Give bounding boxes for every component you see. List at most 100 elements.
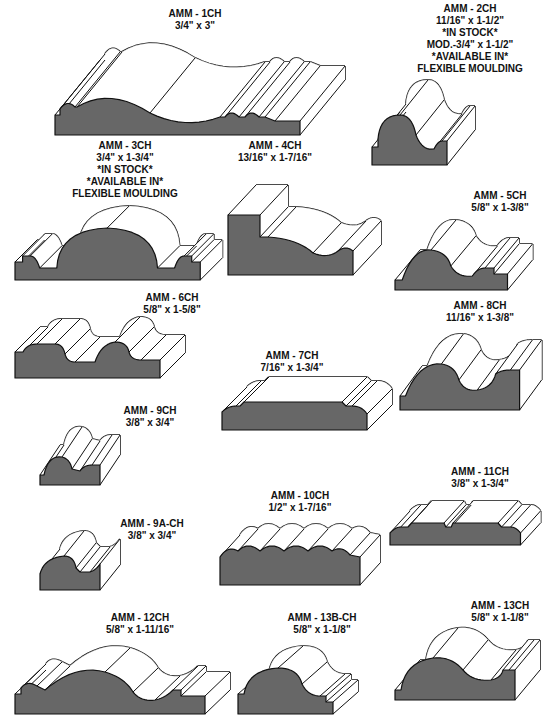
profile-section <box>15 670 205 714</box>
extrusion-edge <box>412 501 432 523</box>
profile-section <box>228 215 353 275</box>
dimension-label: AMM - 7CH <box>266 350 319 362</box>
extrusion-edge <box>275 66 320 121</box>
top-surface <box>353 221 381 275</box>
top-surface <box>521 511 541 545</box>
part-label: 5/8" x 1-11/16" <box>106 624 174 636</box>
top-surface <box>200 240 222 280</box>
extrusion-edge <box>313 223 341 253</box>
top-surface <box>100 539 120 590</box>
dimension-label: AMM - 8CH <box>454 300 507 312</box>
extrusion-edge <box>115 317 140 342</box>
moulding-profile <box>395 628 540 700</box>
profile-section <box>15 342 160 378</box>
part-label: 3/8" x 1-3/4" <box>451 478 508 490</box>
extrusion-edge <box>459 350 481 380</box>
extrusion-edge <box>259 62 304 117</box>
profile-section <box>372 115 447 165</box>
moulding-profile <box>15 206 222 280</box>
extrusion-edge <box>333 680 358 702</box>
extrusion-edge <box>205 690 230 714</box>
extrusion-edge <box>360 535 380 557</box>
extrusion-edge <box>509 640 534 670</box>
extrusion-edge <box>332 529 352 551</box>
top-surface <box>360 535 380 585</box>
extrusion-edge <box>245 62 290 117</box>
part-label: *IN STOCK* <box>442 27 497 39</box>
extrusion-edge <box>444 501 464 523</box>
top-surface <box>100 435 120 485</box>
dimension-label: 11/16" x 1-1/2" <box>436 15 504 27</box>
extrusion-edge <box>521 511 541 533</box>
extrusion-edge <box>239 62 284 117</box>
extrusion-edge <box>494 244 519 274</box>
dimension-label: AMM - 12CH <box>111 612 169 624</box>
dimension-label: AMM - 13CH <box>471 600 529 612</box>
moulding-profile <box>15 317 185 378</box>
dimension-label: AMM - 11CH <box>451 466 509 478</box>
extrusion-edge <box>326 680 351 702</box>
extrusion-edge <box>220 62 265 117</box>
extrusion-edge <box>502 505 522 527</box>
dimension-label: MOD.-3/4" x 1-1/2" <box>427 39 514 51</box>
dimension-label: AMM - 5CH <box>474 190 527 202</box>
profile-section <box>40 457 100 485</box>
part-label: AMM - 2CH <box>444 3 497 15</box>
extrusion-edge <box>200 258 222 280</box>
extrusion-edge <box>352 381 377 406</box>
extrusion-edge <box>228 185 256 215</box>
extrusion-edge <box>463 640 488 670</box>
extrusion-edge <box>100 455 120 485</box>
extrusion-edge <box>55 319 80 344</box>
moulding-profile <box>222 377 392 430</box>
extrusion-edge <box>521 523 541 545</box>
extrusion-edge <box>353 245 381 275</box>
top-surface <box>300 66 345 135</box>
part-label: *AVAILABLE IN* FLEXIBLE MOULDING <box>66 176 184 200</box>
profile-section <box>395 658 515 700</box>
extrusion-edge <box>100 435 120 465</box>
part-label: 5/8" x 1-1/8" <box>471 612 528 624</box>
extrusion-edge <box>350 533 370 555</box>
profile-section <box>40 556 100 590</box>
extrusion-edge <box>30 234 52 256</box>
dimension-label: AMM - 6CH <box>146 292 199 304</box>
extrusion-edge <box>100 565 120 590</box>
extrusion-edge <box>508 244 533 274</box>
extrusion-edge <box>265 62 310 117</box>
extrusion-edge <box>494 238 519 268</box>
extrusion-edge <box>451 236 476 266</box>
extrusion-edge <box>200 240 222 262</box>
part-label: 13/16" x 1-7/16" <box>238 152 312 164</box>
extrusion-edge <box>181 672 206 696</box>
extrusion-edge <box>367 405 392 430</box>
extrusion-edge <box>360 563 380 585</box>
extrusion-edge <box>105 648 130 672</box>
moulding-profile <box>395 220 533 290</box>
moulding-profile <box>228 185 381 275</box>
extrusion-edge <box>320 674 345 696</box>
profile-section <box>395 250 508 290</box>
extrusion-edge <box>72 439 92 469</box>
dimension-label: *IN STOCK* <box>97 164 152 176</box>
extrusion-edge <box>181 666 206 690</box>
moulding-profile <box>238 646 358 714</box>
profile-section <box>55 98 300 135</box>
top-surface <box>367 389 392 430</box>
extrusion-edge <box>278 646 303 668</box>
extrusion-edge <box>133 668 158 692</box>
extrusion-edge <box>141 335 166 360</box>
extrusion-edge <box>160 353 185 378</box>
extrusion-edge <box>260 207 288 237</box>
extrusion-edge <box>260 185 288 215</box>
extrusion-edge <box>92 435 112 465</box>
extrusion-edge <box>268 207 296 237</box>
part-label: 3/8" x 3/4" <box>128 530 176 542</box>
extrusion-edge <box>353 221 381 251</box>
extrusion-edge <box>441 334 463 364</box>
part-label: AMM - 1CH <box>169 8 222 20</box>
extrusion-edge <box>520 380 542 410</box>
top-surface <box>520 340 542 410</box>
moulding-profile <box>390 501 541 545</box>
extrusion-edge <box>433 628 458 658</box>
